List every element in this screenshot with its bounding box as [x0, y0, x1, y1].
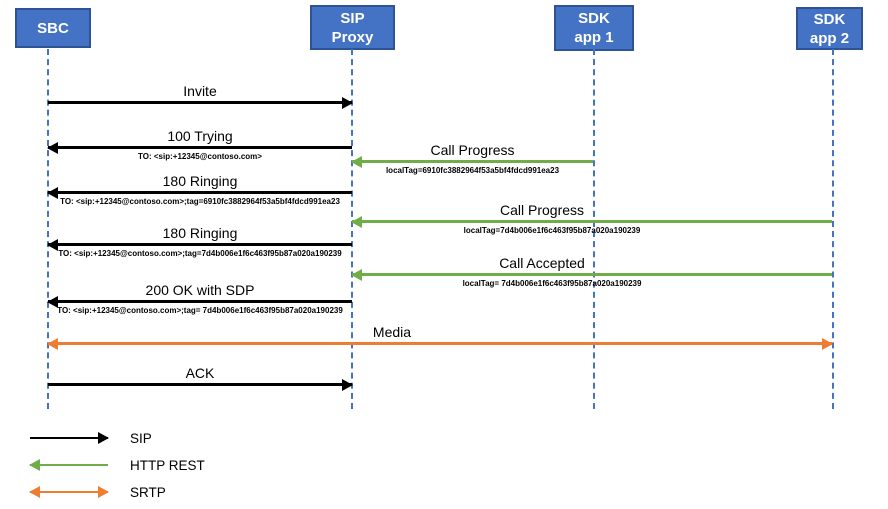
- message-sublabel: TO: <sip:+12345@contoso.com>: [138, 151, 262, 161]
- message-arrow: [48, 96, 353, 109]
- arrowhead-right: [342, 378, 353, 391]
- arrowhead-left: [47, 295, 58, 308]
- arrowhead-left: [351, 268, 362, 281]
- message-sublabel: TO: <sip:+12345@contoso.com>;tag=7d4b006…: [58, 248, 342, 258]
- actor-box-sdk-app-2: SDK app 2: [796, 7, 863, 50]
- message-200-ok-with-sdp: 200 OK with SDP TO: <sip:+12345@contoso.…: [47, 282, 352, 316]
- message-invite: Invite: [48, 83, 353, 109]
- message-180-ringing-2: 180 Ringing TO: <sip:+12345@contoso.com>…: [47, 225, 352, 259]
- lifeline-sip-proxy: [351, 49, 353, 409]
- message-arrow: [47, 186, 352, 199]
- actor-box-sbc: SBC: [15, 8, 91, 48]
- legend-sip-arrow-icon: [30, 432, 109, 445]
- arrowhead-left: [47, 186, 58, 199]
- message-ack: ACK: [48, 365, 353, 391]
- arrowhead-left: [29, 486, 40, 499]
- arrowhead-right: [98, 486, 109, 499]
- legend-srtp-arrow-icon: [29, 486, 109, 499]
- message-label: Call Accepted: [499, 255, 585, 271]
- message-label: Media: [372, 324, 412, 340]
- arrowhead-left: [47, 337, 58, 350]
- arrowhead-right: [822, 337, 833, 350]
- message-media: Media: [47, 324, 833, 350]
- message-sublabel: localTag=6910fc3882964f53a5bf4fdcd991ea2…: [385, 165, 560, 175]
- arrowhead-left: [29, 459, 40, 472]
- message-label: Call Progress: [499, 202, 585, 218]
- message-sublabel: TO: <sip:+12345@contoso.com>;tag= 7d4b00…: [57, 305, 343, 315]
- legend-label-http-rest: HTTP REST: [130, 457, 205, 473]
- legend-row-sip: SIP: [30, 430, 152, 446]
- arrowhead-left: [47, 238, 58, 251]
- message-arrow: [351, 215, 832, 228]
- arrowhead-right: [98, 432, 109, 445]
- message-arrow: [47, 141, 352, 154]
- actor-label-sip-proxy: SIP Proxy: [331, 9, 374, 46]
- message-label: Call Progress: [430, 142, 515, 158]
- lifeline-sdk-app-1: [593, 49, 595, 409]
- actor-label-sbc: SBC: [37, 19, 69, 37]
- message-call-progress-app2: Call Progress localTag=7d4b006e1f6c463f9…: [351, 202, 832, 236]
- message-label: 100 Trying: [167, 128, 233, 144]
- arrowhead-left: [351, 155, 362, 168]
- message-sublabel: localTag=7d4b006e1f6c463f95b87a020a19023…: [463, 225, 641, 235]
- message-arrow: [47, 238, 352, 251]
- legend-row-srtp: SRTP: [29, 484, 166, 500]
- actor-box-sdk-app-1: SDK app 1: [554, 5, 634, 51]
- arrowhead-left: [351, 215, 362, 228]
- message-label: ACK: [185, 365, 215, 381]
- lifeline-sbc: [47, 49, 49, 409]
- legend-label-srtp: SRTP: [130, 484, 166, 500]
- message-label: 200 OK with SDP: [145, 282, 255, 298]
- actor-label-sdk-app-1: SDK app 1: [574, 10, 614, 46]
- message-label: Invite: [183, 83, 217, 99]
- message-arrow: [48, 378, 353, 391]
- lifeline-sdk-app-2: [832, 49, 834, 409]
- message-sublabel: localTag= 7d4b006e1f6c463f95b87a020a1902…: [462, 278, 642, 288]
- actor-box-sip-proxy: SIP Proxy: [310, 5, 395, 50]
- message-label: 180 Ringing: [162, 225, 238, 241]
- message-arrow: [47, 295, 352, 308]
- legend-http-rest-arrow-icon: [29, 459, 108, 472]
- message-sublabel: TO: <sip:+12345@contoso.com>;tag=6910fc3…: [60, 196, 340, 206]
- actor-label-sdk-app-2: SDK app 2: [809, 10, 850, 47]
- legend-row-http-rest: HTTP REST: [29, 457, 205, 473]
- arrowhead-left: [47, 141, 58, 154]
- message-arrow: [351, 268, 832, 281]
- message-180-ringing-1: 180 Ringing TO: <sip:+12345@contoso.com>…: [47, 173, 352, 207]
- legend-label-sip: SIP: [130, 430, 152, 446]
- message-arrow: [47, 337, 833, 350]
- message-call-progress-app1: Call Progress localTag=6910fc3882964f53a…: [351, 142, 593, 176]
- message-100-trying: 100 Trying TO: <sip:+12345@contoso.com>: [47, 128, 352, 162]
- message-arrow: [351, 155, 593, 168]
- arrowhead-right: [342, 96, 353, 109]
- message-label: 180 Ringing: [162, 173, 238, 189]
- message-call-accepted: Call Accepted localTag= 7d4b006e1f6c463f…: [351, 255, 832, 289]
